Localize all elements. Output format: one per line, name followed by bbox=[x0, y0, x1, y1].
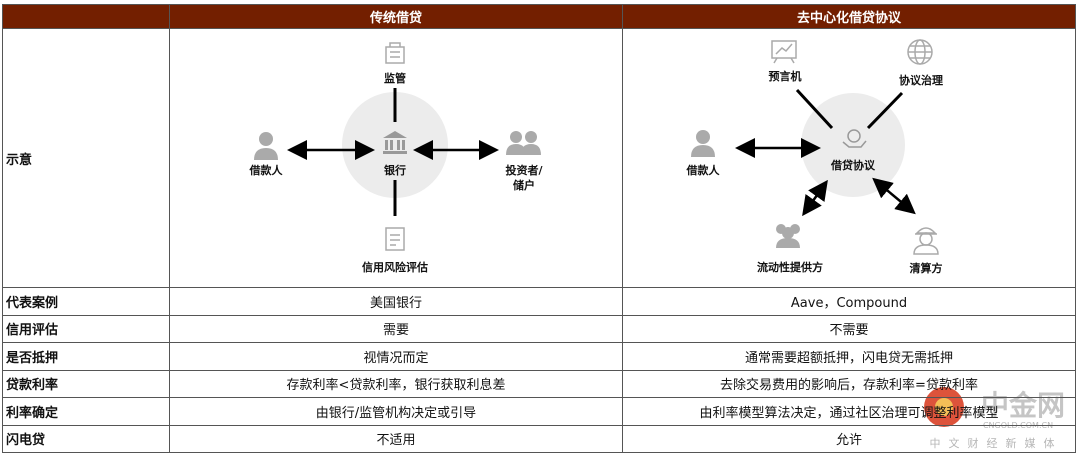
borrower-icon bbox=[254, 132, 278, 160]
credit-report-icon bbox=[385, 227, 405, 251]
row-label: 贷款利率 bbox=[2, 369, 170, 398]
traditional-value: 美国银行 bbox=[169, 287, 623, 316]
oracle-label: 预言机 bbox=[769, 69, 802, 83]
protocol-label: 借贷协议 bbox=[830, 158, 876, 172]
regulator-label: 监管 bbox=[384, 71, 406, 85]
credit-label: 信用风险评估 bbox=[362, 260, 428, 274]
bank-icon bbox=[383, 131, 407, 154]
defi-value: 由利率模型算法决定，通过社区治理可调整利率模型 bbox=[622, 397, 1076, 426]
borrower-icon bbox=[691, 130, 715, 157]
money-bag-icon bbox=[842, 129, 867, 148]
header-traditional: 传统借贷 bbox=[169, 4, 623, 29]
borrower-label: 借款人 bbox=[249, 163, 284, 177]
traditional-value: 需要 bbox=[169, 314, 623, 343]
defi-value: 去除交易费用的影响后，存款利率=贷款利率 bbox=[622, 369, 1076, 398]
liquidator-icon bbox=[913, 227, 939, 255]
traditional-value: 不适用 bbox=[169, 424, 623, 453]
diagrams: 监管 银行 借款人 投资者/ 储户 信用风险评估 预言机 协议治理 借款人 借贷… bbox=[249, 39, 943, 275]
borrower-label: 借款人 bbox=[686, 163, 721, 177]
protocol-circle bbox=[801, 93, 905, 197]
row-label-diagram: 示意 bbox=[2, 28, 170, 288]
traditional-value: 由银行/监管机构决定或引导 bbox=[169, 397, 623, 426]
traditional-value: 存款利率<贷款利率，银行获取利息差 bbox=[169, 369, 623, 398]
row-label: 代表案例 bbox=[2, 287, 170, 316]
row-label: 闪电贷 bbox=[2, 424, 170, 453]
header-defi: 去中心化借贷协议 bbox=[622, 4, 1076, 29]
liquidity-label: 流动性提供方 bbox=[757, 260, 823, 274]
investor-label-1: 投资者/ bbox=[505, 163, 543, 177]
defi-value: 不需要 bbox=[622, 314, 1076, 343]
governance-label: 协议治理 bbox=[899, 73, 943, 87]
liquidity-providers-icon bbox=[776, 224, 800, 248]
bank-circle bbox=[342, 92, 448, 198]
bank-label: 银行 bbox=[384, 163, 406, 177]
defi-value: 允许 bbox=[622, 424, 1076, 453]
row-label: 是否抵押 bbox=[2, 342, 170, 371]
row-label: 信用评估 bbox=[2, 314, 170, 343]
investor-icon bbox=[506, 131, 541, 155]
regulator-icon bbox=[385, 42, 405, 64]
defi-value: Aave，Compound bbox=[622, 287, 1076, 316]
defi-value: 通常需要超额抵押，闪电贷无需抵押 bbox=[622, 342, 1076, 371]
traditional-value: 视情况而定 bbox=[169, 342, 623, 371]
oracle-icon bbox=[771, 40, 797, 64]
investor-label-2: 储户 bbox=[513, 178, 535, 192]
globe-icon bbox=[907, 39, 933, 65]
liquidator-label: 清算方 bbox=[910, 261, 943, 275]
header-blank bbox=[2, 4, 170, 29]
row-label: 利率确定 bbox=[2, 397, 170, 426]
